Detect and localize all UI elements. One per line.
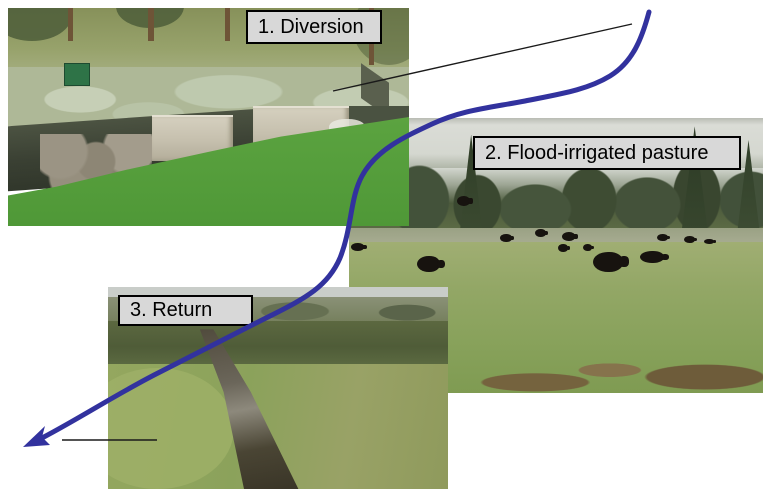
cow-figure	[351, 243, 367, 251]
cow-figure	[535, 229, 549, 237]
pasture-label: 2. Flood-irrigated pasture	[473, 136, 741, 170]
tree-trunk	[68, 8, 74, 41]
flow-arrowhead-icon	[23, 426, 50, 447]
headgate-box	[64, 62, 91, 87]
cow-figure	[558, 244, 570, 252]
cow-figure	[593, 252, 629, 272]
cow-figure	[457, 196, 473, 206]
cow-figure	[684, 236, 698, 243]
cow-figure	[500, 234, 515, 242]
tree-trunk	[224, 8, 230, 41]
cow-figure	[562, 232, 578, 241]
cow-figure	[704, 239, 716, 244]
diversion-label: 1. Diversion	[246, 10, 382, 44]
marsh-band	[108, 321, 448, 368]
cow-figure	[657, 234, 671, 241]
cow-figure	[640, 251, 669, 263]
cow-figure	[583, 244, 594, 251]
return-label: 3. Return	[118, 295, 253, 326]
tree-trunk	[148, 8, 154, 41]
cow-figure	[417, 256, 445, 272]
